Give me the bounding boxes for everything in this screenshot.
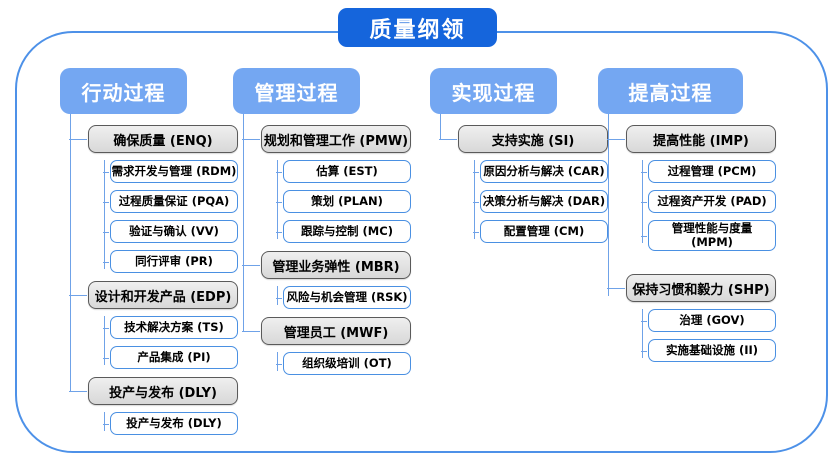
group-list: 规划和管理工作 (PMW) 估算 (EST) 策划 (PLAN) 跟踪与控制 (…: [233, 114, 428, 375]
child-list: 组织级培训 (OT): [261, 352, 428, 375]
column-header: 提高过程: [598, 68, 743, 114]
column-header: 行动过程: [60, 68, 187, 114]
process-group: 提高性能 (IMP) 过程管理 (PCM) 过程资产开发 (PAD) 管理性能与…: [607, 125, 793, 251]
column-implementation-process: 实现过程 支持实施 (SI) 原因分析与解决 (CAR) 决策分析与解决 (DA…: [430, 68, 625, 251]
leaf-node-pqa: 过程质量保证 (PQA): [103, 190, 238, 213]
leaf-node-ts: 技术解决方案 (TS): [103, 316, 238, 339]
column-header: 管理过程: [233, 68, 360, 114]
leaf-node-rsk: 风险与机会管理 (RSK): [276, 286, 411, 309]
leaf-node-mpm: 管理性能与度量 (MPM): [641, 220, 776, 251]
leaf-node-ii: 实施基础设施 (II): [641, 339, 776, 362]
process-group: 投产与发布 (DLY) 投产与发布 (DLY): [69, 377, 255, 435]
leaf-node-dly: 投产与发布 (DLY): [103, 412, 238, 435]
child-list: 原因分析与解决 (CAR) 决策分析与解决 (DAR) 配置管理 (CM): [458, 160, 625, 243]
process-group: 规划和管理工作 (PMW) 估算 (EST) 策划 (PLAN) 跟踪与控制 (…: [242, 125, 428, 243]
process-group: 管理员工 (MWF) 组织级培训 (OT): [242, 317, 428, 375]
process-group: 支持实施 (SI) 原因分析与解决 (CAR) 决策分析与解决 (DAR) 配置…: [439, 125, 625, 243]
child-list: 投产与发布 (DLY): [88, 412, 255, 435]
child-list: 风险与机会管理 (RSK): [261, 286, 428, 309]
leaf-node-est: 估算 (EST): [276, 160, 411, 183]
group-node-si: 支持实施 (SI): [439, 125, 608, 153]
connector-spine: [608, 114, 609, 296]
leaf-node-rdm: 需求开发与管理 (RDM): [103, 160, 238, 183]
leaf-node-gov: 治理 (GOV): [641, 309, 776, 332]
group-node-dly: 投产与发布 (DLY): [69, 377, 238, 405]
group-node-mwf: 管理员工 (MWF): [242, 317, 411, 345]
group-node-pmw: 规划和管理工作 (PMW): [242, 125, 411, 153]
process-group: 确保质量 (ENQ) 需求开发与管理 (RDM) 过程质量保证 (PQA) 验证…: [69, 125, 255, 273]
group-node-imp: 提高性能 (IMP): [607, 125, 776, 153]
leaf-node-vv: 验证与确认 (VV): [103, 220, 238, 243]
group-node-edp: 设计和开发产品 (EDP): [69, 281, 238, 309]
child-list: 需求开发与管理 (RDM) 过程质量保证 (PQA) 验证与确认 (VV) 同行…: [88, 160, 255, 273]
group-node-shp: 保持习惯和毅力 (SHP): [607, 274, 776, 302]
group-list: 确保质量 (ENQ) 需求开发与管理 (RDM) 过程质量保证 (PQA) 验证…: [60, 114, 255, 435]
process-group: 管理业务弹性 (MBR) 风险与机会管理 (RSK): [242, 251, 428, 309]
group-node-enq: 确保质量 (ENQ): [69, 125, 238, 153]
leaf-node-mc: 跟踪与控制 (MC): [276, 220, 411, 243]
diagram-title: 质量纲领: [338, 8, 497, 47]
child-list: 技术解决方案 (TS) 产品集成 (PI): [88, 316, 255, 369]
leaf-node-dar: 决策分析与解决 (DAR): [473, 190, 608, 213]
column-management-process: 管理过程 规划和管理工作 (PMW) 估算 (EST) 策划 (PLAN) 跟踪…: [233, 68, 428, 383]
connector-spine: [243, 114, 244, 331]
child-list: 估算 (EST) 策划 (PLAN) 跟踪与控制 (MC): [261, 160, 428, 243]
connector-spine: [440, 114, 441, 139]
column-improvement-process: 提高过程 提高性能 (IMP) 过程管理 (PCM) 过程资产开发 (PAD) …: [598, 68, 793, 370]
leaf-node-plan: 策划 (PLAN): [276, 190, 411, 213]
process-group: 保持习惯和毅力 (SHP) 治理 (GOV) 实施基础设施 (II): [607, 274, 793, 362]
group-node-mbr: 管理业务弹性 (MBR): [242, 251, 411, 279]
child-list: 治理 (GOV) 实施基础设施 (II): [626, 309, 793, 362]
process-group: 设计和开发产品 (EDP) 技术解决方案 (TS) 产品集成 (PI): [69, 281, 255, 369]
group-list: 支持实施 (SI) 原因分析与解决 (CAR) 决策分析与解决 (DAR) 配置…: [430, 114, 625, 243]
leaf-node-pr: 同行评审 (PR): [103, 250, 238, 273]
group-list: 提高性能 (IMP) 过程管理 (PCM) 过程资产开发 (PAD) 管理性能与…: [598, 114, 793, 362]
connector-spine: [70, 114, 71, 391]
leaf-node-pcm: 过程管理 (PCM): [641, 160, 776, 183]
leaf-node-pi: 产品集成 (PI): [103, 346, 238, 369]
leaf-node-cm: 配置管理 (CM): [473, 220, 608, 243]
leaf-node-pad: 过程资产开发 (PAD): [641, 190, 776, 213]
column-action-process: 行动过程 确保质量 (ENQ) 需求开发与管理 (RDM) 过程质量保证 (PQ…: [60, 68, 255, 443]
child-list: 过程管理 (PCM) 过程资产开发 (PAD) 管理性能与度量 (MPM): [626, 160, 793, 251]
column-header: 实现过程: [430, 68, 557, 114]
leaf-node-car: 原因分析与解决 (CAR): [473, 160, 608, 183]
leaf-node-ot: 组织级培训 (OT): [276, 352, 411, 375]
